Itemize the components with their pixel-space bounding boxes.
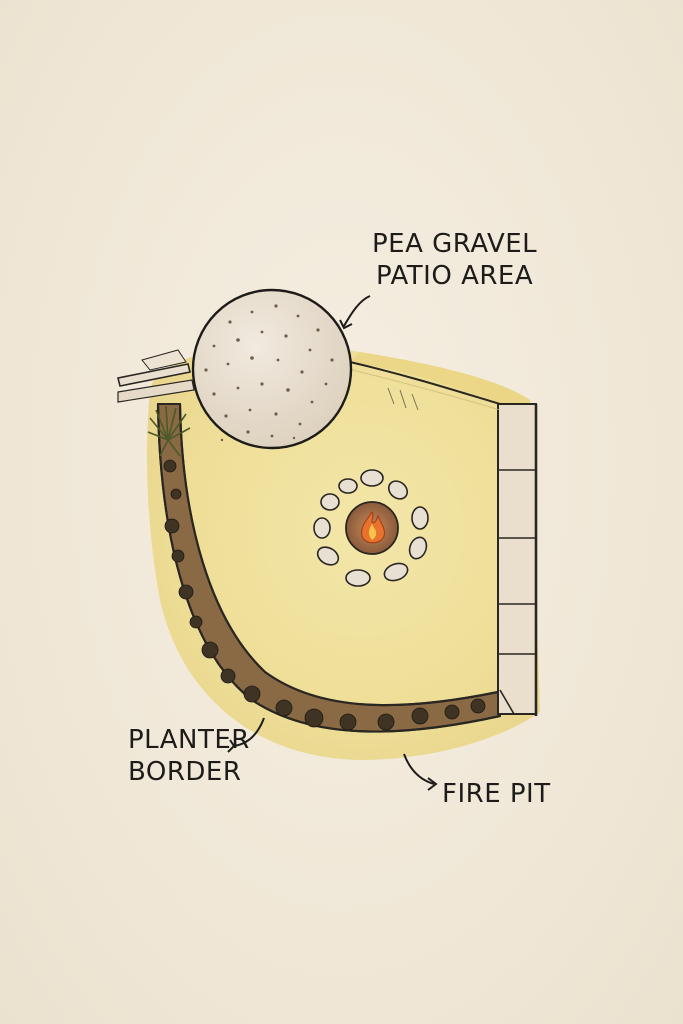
- gravel-patio-circle: [191, 288, 353, 450]
- label-fire-pit-text: FIRE PIT: [442, 779, 551, 809]
- right-fence: [497, 403, 538, 716]
- label-patio-line2: PATIO AREA: [376, 261, 534, 291]
- hatching: [387, 387, 419, 411]
- entry-steps: [117, 349, 195, 403]
- top-boundary-line: [349, 361, 501, 405]
- patio-leader-arrow: [343, 295, 371, 327]
- planter-shrubs: [163, 459, 486, 731]
- spiky-plant: [147, 405, 191, 457]
- fire-ring-stones: [313, 469, 429, 587]
- gravel-speckles: [204, 304, 334, 442]
- label-planter-line1: PLANTER: [128, 725, 250, 755]
- top-boundary-shadow: [351, 369, 501, 411]
- planter-border-inner-line: [178, 403, 499, 707]
- label-planter-border: PLANTER BORDER: [128, 724, 250, 788]
- fire-leader-arrow: [403, 753, 435, 785]
- lawn-wash-edge: [350, 352, 535, 420]
- label-patio-line1: PEA GRAVEL: [372, 229, 538, 259]
- label-fire-pit: FIRE PIT: [442, 778, 551, 810]
- planter-leader-arrow: [233, 717, 265, 747]
- label-planter-line2: BORDER: [128, 757, 242, 787]
- label-pea-gravel-patio: PEA GRAVEL PATIO AREA: [372, 228, 537, 292]
- fire-pit: [313, 469, 429, 587]
